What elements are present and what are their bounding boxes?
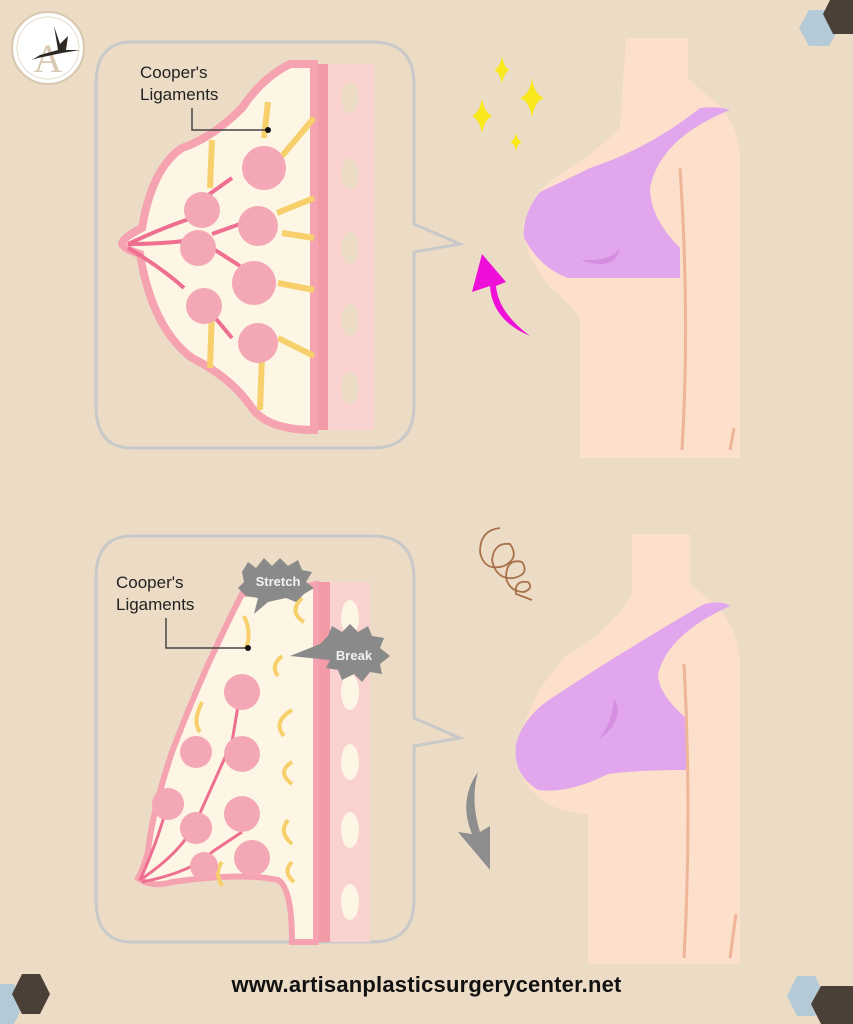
hexagon-decoration-bottom-left [0, 970, 70, 1024]
stretch-burst: Stretch [238, 558, 314, 614]
hexagon-decoration-bottom-right [785, 970, 853, 1024]
logo: A [10, 10, 86, 86]
label-coopers: Cooper's [140, 63, 208, 82]
svg-text:Break: Break [336, 648, 373, 663]
top-cross-section-panel: Cooper's Ligaments [92, 38, 472, 458]
figure-sagging [508, 534, 770, 964]
figure-supported [510, 38, 770, 458]
bottom-cross-section-panel: Cooper's Ligaments Stretch Break [92, 532, 472, 952]
label-ligaments: Ligaments [116, 595, 194, 614]
website-url[interactable]: www.artisanplasticsurgerycenter.net [231, 972, 622, 997]
break-burst: Break [290, 624, 390, 682]
label-coopers: Cooper's [116, 573, 184, 592]
svg-text:Stretch: Stretch [256, 574, 301, 589]
label-ligaments: Ligaments [140, 85, 218, 104]
arrow-down-icon [452, 770, 502, 872]
sparkle-icon [462, 50, 552, 160]
tangled-scribble-icon [470, 522, 540, 602]
hexagon-decoration-top-right [795, 0, 853, 56]
arrow-up-icon [462, 248, 542, 340]
